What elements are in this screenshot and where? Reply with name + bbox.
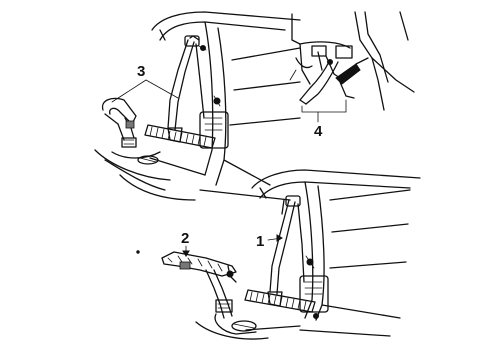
front-seat-belt-view (136, 169, 421, 340)
anchor-detail-view (289, 11, 415, 123)
callout-4-label: 4 (314, 123, 323, 140)
rear-seat-belt-view (94, 11, 301, 201)
callout-3-label: 3 (137, 63, 145, 80)
callout-2-label: 2 (181, 230, 189, 247)
callout-1-label: 1 (256, 233, 264, 250)
